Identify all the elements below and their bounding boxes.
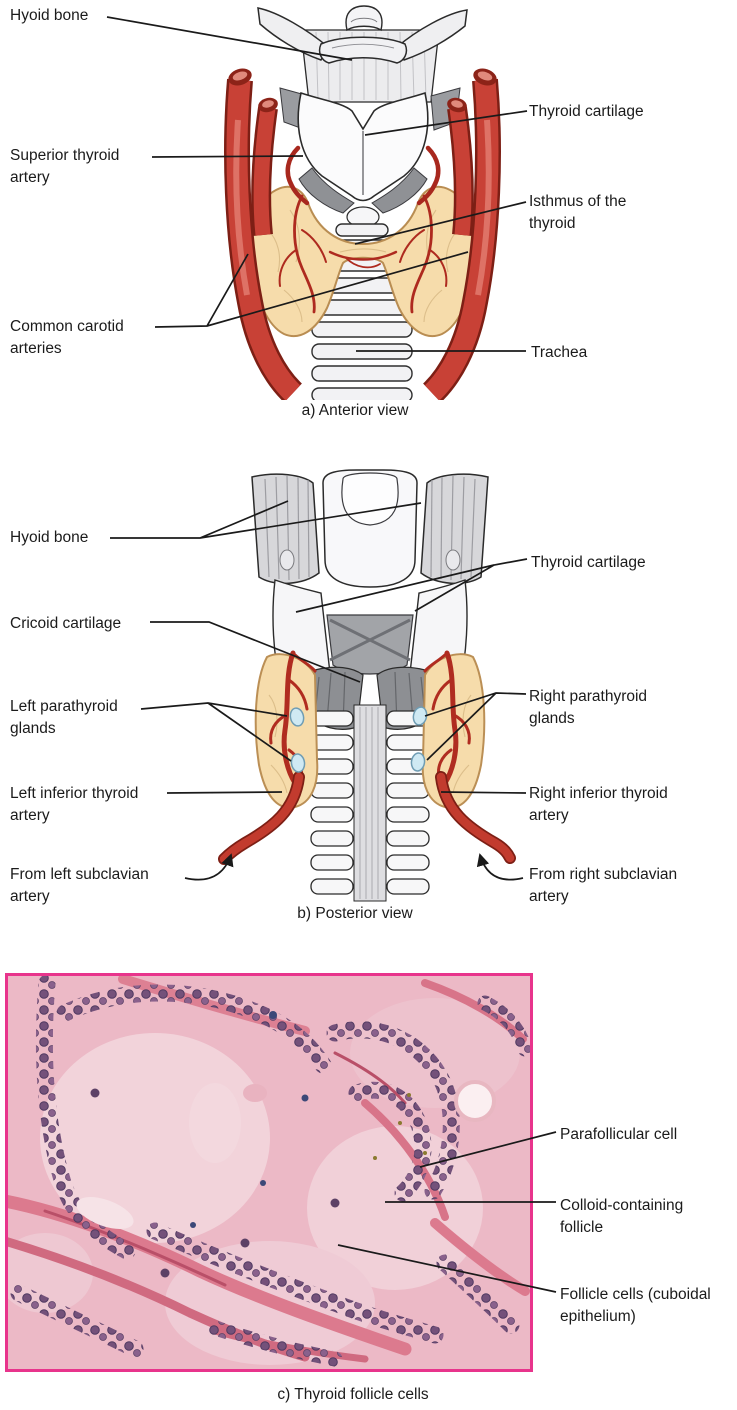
label-right-inferior-thyroid: Right inferior thyroid artery: [529, 785, 668, 824]
caption-posterior-view: b) Posterior view: [297, 905, 413, 922]
label-hyoid-bone-a: Hyoid bone: [10, 7, 89, 24]
label-thyroid-cartilage-a: Thyroid cartilage: [529, 103, 644, 120]
label-parafollicular-cell: Parafollicular cell: [560, 1126, 678, 1143]
trachea-posterior: [310, 704, 430, 902]
thyroid-micrograph: [5, 973, 533, 1372]
label-common-carotid: Common carotid arteries: [10, 318, 124, 357]
label-left-parathyroid: Left parathyroid glands: [10, 698, 118, 737]
caption-anterior-view: a) Anterior view: [301, 402, 409, 419]
caption-thyroid-follicle-cells: c) Thyroid follicle cells: [277, 1386, 429, 1403]
micrograph-border: [5, 973, 533, 1372]
label-hyoid-bone-b: Hyoid bone: [10, 529, 89, 546]
larynx-posterior: [322, 469, 418, 588]
label-superior-thyroid-artery: Superior thyroid artery: [10, 147, 120, 186]
micrograph-accents: [76, 1011, 496, 1278]
posterior-view-illustration: [218, 469, 516, 902]
label-colloid-follicle: Colloid-containing follicle: [560, 1197, 684, 1236]
label-from-right-subclavian: From right subclavian artery: [529, 866, 678, 905]
label-left-inferior-thyroid: Left inferior thyroid artery: [10, 785, 139, 824]
label-follicle-cells: Follicle cells (cuboidal epithelium): [560, 1286, 711, 1325]
label-isthmus: Isthmus of the thyroid: [529, 193, 627, 232]
label-right-parathyroid: Right parathyroid glands: [529, 688, 648, 727]
label-trachea: Trachea: [531, 344, 588, 361]
label-from-left-subclavian: From left subclavian artery: [10, 866, 149, 905]
label-thyroid-cartilage-b: Thyroid cartilage: [531, 554, 646, 571]
anterior-view-illustration: [224, 5, 501, 400]
label-cricoid-cartilage: Cricoid cartilage: [10, 615, 122, 632]
parathyroid-glands: [289, 706, 428, 773]
